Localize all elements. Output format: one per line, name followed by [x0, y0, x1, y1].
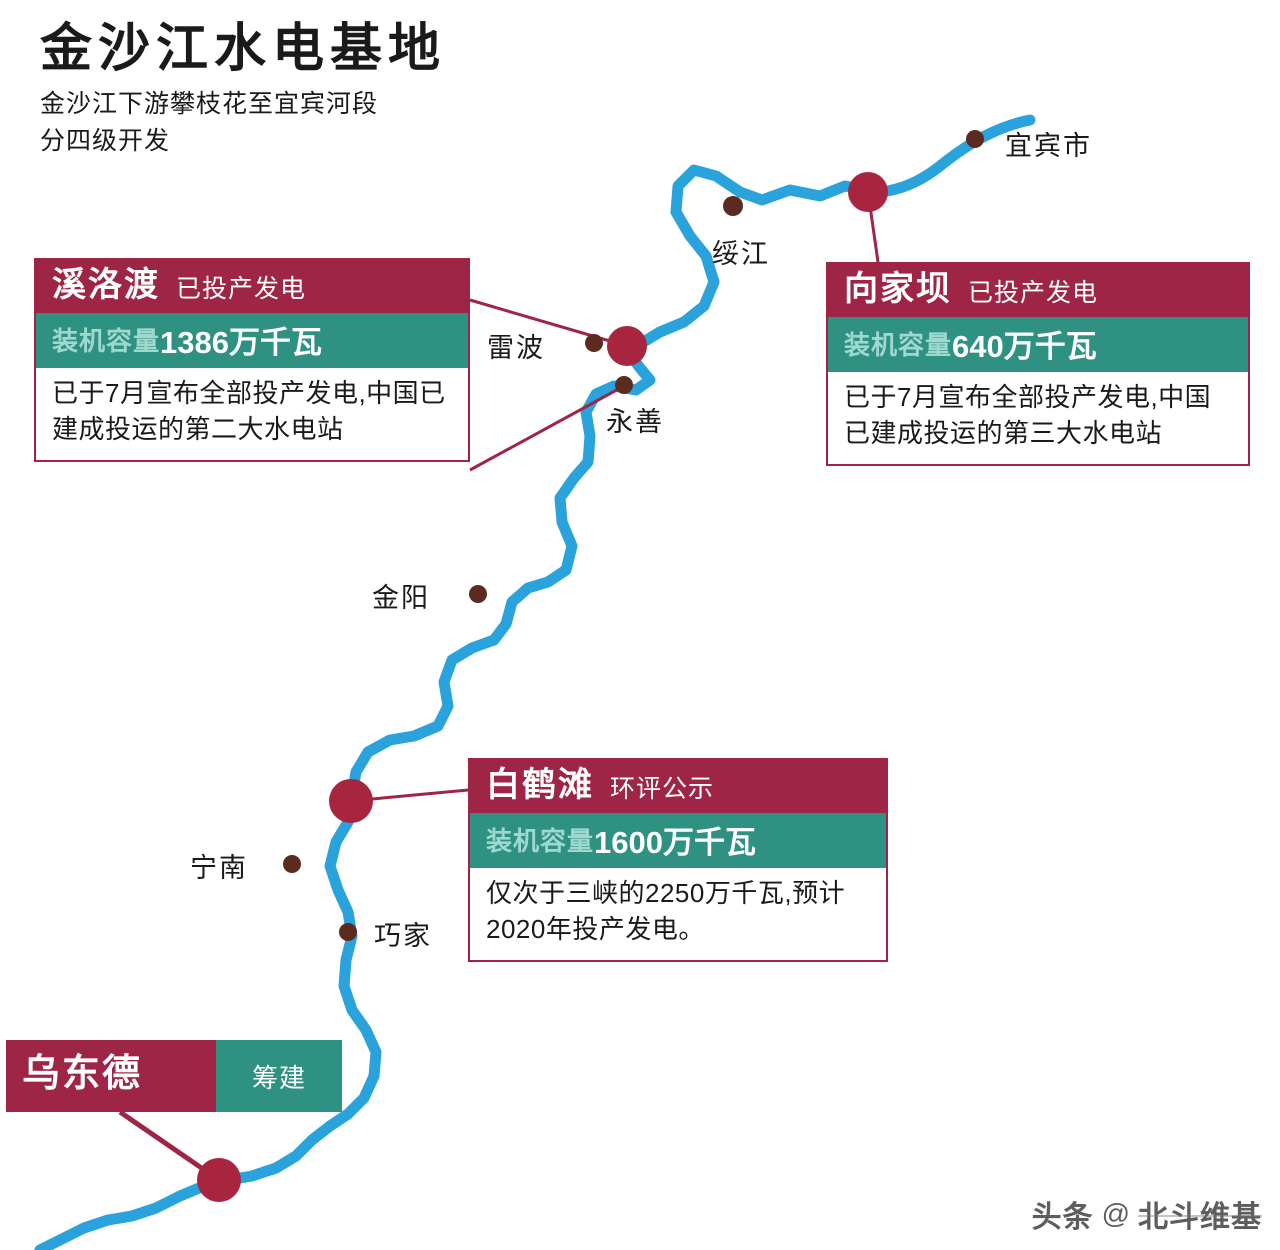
- city-label-leibo: 雷波: [487, 333, 545, 363]
- city-dot-ningnan: [283, 855, 301, 873]
- station-status-wudongde: 筹建: [216, 1040, 342, 1112]
- card-header-xiluodu: 溪洛渡 已投产发电: [36, 260, 468, 314]
- city-dot-yibin: [966, 130, 984, 148]
- station-dot-xiluodu[interactable]: [607, 326, 647, 366]
- station-status-xiangjiaba: 已投产发电: [968, 278, 1099, 307]
- city-dot-jinyang: [469, 585, 487, 603]
- city-label-jinyang: 金阳: [372, 583, 430, 613]
- capacity-value-xiluodu: 1386万千瓦: [160, 325, 322, 361]
- station-dot-baihetan[interactable]: [329, 779, 373, 823]
- city-label-yongshan: 永善: [606, 407, 664, 437]
- city-dot-suijiang: [723, 196, 743, 216]
- info-card-xiangjiaba[interactable]: 向家坝 已投产发电 装机容量 640万千瓦 已于7月宣布全部投产发电,中国已建成…: [826, 262, 1250, 466]
- leader-line-xiluodu-b: [469, 384, 625, 472]
- card-header-xiangjiaba: 向家坝 已投产发电: [828, 264, 1248, 318]
- city-label-ningnan: 宁南: [190, 853, 248, 883]
- watermark: 头条 @ 北斗维基: [1032, 1192, 1262, 1236]
- card-body-xiangjiaba: 已于7月宣布全部投产发电,中国已建成投运的第三大水电站: [844, 382, 1212, 448]
- station-dot-xiangjiaba[interactable]: [848, 172, 888, 212]
- page-title: 金沙江水电基地: [40, 20, 447, 78]
- capacity-bar-xiluodu: 装机容量 1386万千瓦: [36, 313, 468, 369]
- capacity-value-baihetan: 1600万千瓦: [594, 825, 756, 861]
- station-status-baihetan: 环评公示: [610, 774, 715, 803]
- watermark-at-symbol: @: [1101, 1198, 1130, 1229]
- city-label-qiaojia: 巧家: [374, 921, 432, 951]
- station-dot-wudongde[interactable]: [197, 1158, 241, 1202]
- info-card-baihetan[interactable]: 白鹤滩 环评公示 装机容量 1600万千瓦 仅次于三峡的2250万千瓦,预计20…: [468, 758, 888, 962]
- city-dot-yongshan: [615, 376, 633, 394]
- card-header-baihetan: 白鹤滩 环评公示: [470, 760, 886, 814]
- capacity-bar-xiangjiaba: 装机容量 640万千瓦: [828, 317, 1248, 373]
- city-label-suijiang: 绥江: [712, 239, 770, 269]
- capacity-label-baihetan: 装机容量: [486, 826, 595, 857]
- station-name-xiluodu: 溪洛渡: [52, 266, 160, 304]
- capacity-label-xiangjiaba: 装机容量: [844, 330, 953, 361]
- station-name-wudongde: 乌东德: [22, 1053, 143, 1096]
- jinsha-river-path: [34, 114, 1036, 1250]
- info-card-xiluodu[interactable]: 溪洛渡 已投产发电 装机容量 1386万千瓦 已于7月宣布全部投产发电,中国已建…: [34, 258, 470, 462]
- card-body-baihetan: 仅次于三峡的2250万千瓦,预计2020年投产发电。: [486, 878, 846, 944]
- watermark-platform: 头条: [1031, 1201, 1094, 1234]
- capacity-label-xiluodu: 装机容量: [52, 326, 161, 357]
- watermark-account: 北斗维基: [1138, 1192, 1262, 1236]
- station-name-xiangjiaba: 向家坝: [844, 270, 952, 308]
- subtitle-line-1: 金沙江下游攀枝花至宜宾河段: [40, 90, 379, 119]
- station-name-baihetan: 白鹤滩: [486, 766, 594, 804]
- capacity-bar-baihetan: 装机容量 1600万千瓦: [470, 813, 886, 869]
- subtitle-line-2: 分四级开发: [40, 126, 171, 155]
- card-header-wudongde: 乌东德 筹建: [6, 1040, 342, 1112]
- city-dot-qiaojia: [339, 923, 357, 941]
- capacity-value-xiangjiaba: 640万千瓦: [952, 329, 1097, 365]
- info-card-wudongde[interactable]: 乌东德 筹建: [6, 1040, 342, 1112]
- station-status-xiluodu: 已投产发电: [176, 274, 307, 303]
- card-body-xiluodu: 已于7月宣布全部投产发电,中国已建成投运的第二大水电站: [52, 378, 446, 444]
- title-block: 金沙江水电基地 金沙江下游攀枝花至宜宾河段 分四级开发: [40, 18, 446, 159]
- city-label-yibin: 宜宾市: [1005, 131, 1092, 161]
- city-dot-leibo: [585, 334, 603, 352]
